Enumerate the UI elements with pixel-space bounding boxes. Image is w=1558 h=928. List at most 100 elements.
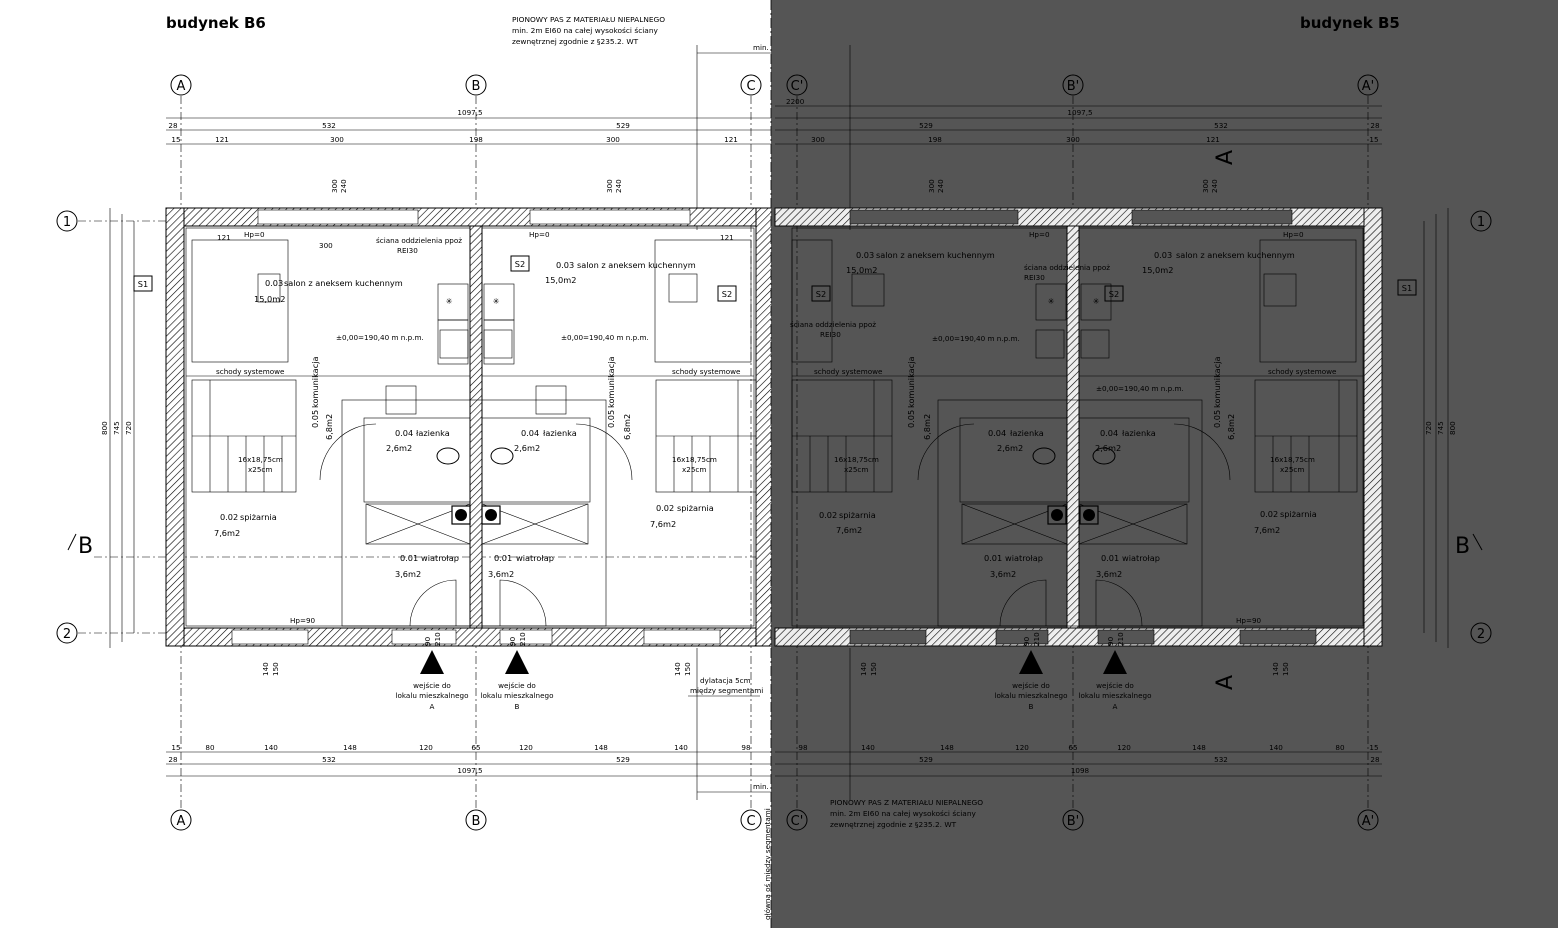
stairs-right: schody systemowe 16x18,75cm x25cm [655, 367, 757, 493]
svg-text:150: 150 [683, 662, 692, 676]
svg-text:15: 15 [1369, 135, 1378, 144]
svg-text:0.03: 0.03 [556, 260, 574, 270]
svg-text:90: 90 [508, 636, 517, 646]
svg-text:0.01: 0.01 [400, 553, 418, 563]
svg-text:120: 120 [1117, 743, 1131, 752]
svg-text:300: 300 [1066, 135, 1080, 144]
svg-text:28: 28 [168, 121, 178, 130]
svg-text:3,6m2: 3,6m2 [990, 569, 1016, 579]
svg-text:B: B [472, 79, 481, 94]
dims-bottom-left: 15 80 140 148 120 65 120 148 140 98 28 5… [166, 743, 775, 777]
svg-text:C: C [746, 79, 755, 94]
axis-2-left: 2 [56, 622, 78, 644]
svg-text:0.05: 0.05 [1212, 410, 1222, 428]
svg-text:121: 121 [720, 233, 734, 242]
svg-text:0.03: 0.03 [856, 250, 874, 260]
svg-text:salon z aneksem kuchennym: salon z aneksem kuchennym [1176, 250, 1295, 260]
svg-text:±0,00=190,40 m n.p.m.: ±0,00=190,40 m n.p.m. [932, 334, 1020, 343]
svg-text:532: 532 [322, 755, 336, 764]
axis-b-top: B [465, 74, 487, 96]
stairs-b5-right: schody systemowe 16x18,75cm x25cm [1254, 367, 1358, 493]
svg-text:lokalu mieszkalnego: lokalu mieszkalnego [1079, 691, 1152, 700]
axis-b-bottom: B [465, 809, 487, 831]
svg-text:0.04: 0.04 [988, 428, 1006, 438]
svg-text:140: 140 [261, 662, 270, 676]
svg-text:532: 532 [1214, 755, 1228, 764]
svg-text:salon z aneksem kuchennym: salon z aneksem kuchennym [284, 278, 403, 288]
svg-text:B: B [1029, 702, 1034, 711]
svg-text:Hp=0: Hp=0 [1029, 230, 1050, 239]
svg-text:spiżarnia: spiżarnia [839, 510, 876, 520]
building-b6-title: budynek B6 [166, 14, 266, 32]
svg-text:S1: S1 [138, 279, 148, 289]
svg-text:121: 121 [217, 233, 231, 242]
svg-text:2: 2 [1477, 627, 1485, 642]
dims-vertical-right: 720 745 800 [1423, 208, 1457, 648]
svg-text:7,6m2: 7,6m2 [650, 519, 676, 529]
svg-text:wejście do: wejście do [1012, 681, 1050, 690]
svg-text:240: 240 [1210, 179, 1219, 193]
svg-text:wiatrołap: wiatrołap [421, 553, 459, 563]
axis-2-right: 2 [1470, 622, 1492, 644]
svg-text:0.05: 0.05 [906, 410, 916, 428]
svg-text:3,6m2: 3,6m2 [1096, 569, 1122, 579]
svg-text:15,0m2: 15,0m2 [254, 294, 285, 304]
svg-text:1097,5: 1097,5 [1067, 108, 1092, 117]
axis-b-prime-top: B' [1062, 74, 1084, 96]
svg-text:150: 150 [271, 662, 280, 676]
svg-text:wejście do: wejście do [413, 681, 451, 690]
note-bottom-line-3: zewnętrznej zgodnie z §235.2. WT [830, 820, 957, 829]
svg-text:Hp=0: Hp=0 [1283, 230, 1304, 239]
axis-a-top: A [170, 74, 192, 96]
section-a-bottom: A [1213, 675, 1238, 690]
svg-text:wiatrołap: wiatrołap [516, 553, 554, 563]
svg-text:A: A [430, 702, 435, 711]
svg-text:80: 80 [1335, 743, 1345, 752]
svg-text:łazienka: łazienka [1122, 428, 1156, 438]
svg-text:REI30: REI30 [397, 246, 418, 255]
svg-text:140: 140 [861, 743, 875, 752]
building-b6: budynek B6 PIONOWY PAS Z MATERIAŁU NIEPA… [56, 14, 1470, 920]
svg-text:komunikacja: komunikacja [1212, 357, 1222, 409]
svg-text:148: 148 [594, 743, 608, 752]
svg-text:B': B' [1067, 79, 1080, 94]
svg-text:240: 240 [614, 179, 623, 193]
svg-text:B': B' [1067, 814, 1080, 829]
axis-a-bottom: A [170, 809, 192, 831]
svg-text:140: 140 [859, 662, 868, 676]
room-wiatrolap-b5-left: 0.01 wiatrołap 3,6m2 [984, 553, 1043, 579]
svg-text:15,0m2: 15,0m2 [545, 275, 576, 285]
svg-text:A: A [1213, 150, 1238, 165]
room-wiatrolap-b5-right: 0.01 wiatrołap 3,6m2 [1096, 553, 1160, 579]
svg-text:✳: ✳ [1048, 296, 1055, 306]
svg-text:65: 65 [1068, 743, 1077, 752]
wall-center-left [469, 225, 483, 629]
svg-text:300: 300 [606, 135, 620, 144]
svg-text:1097,5: 1097,5 [457, 766, 482, 775]
axis-1-left: 1 [56, 210, 78, 232]
svg-text:121: 121 [215, 135, 229, 144]
wall-left [165, 207, 185, 647]
svg-text:800: 800 [100, 421, 109, 435]
svg-text:120: 120 [419, 743, 433, 752]
svg-text:300: 300 [319, 241, 333, 250]
svg-text:0.05: 0.05 [606, 410, 616, 428]
svg-text:±0,00=190,40 m n.p.m.: ±0,00=190,40 m n.p.m. [1096, 384, 1184, 393]
svg-text:C: C [746, 814, 755, 829]
svg-text:6,8m2: 6,8m2 [922, 414, 932, 440]
svg-text:x25cm: x25cm [844, 465, 868, 474]
svg-text:15,0m2: 15,0m2 [846, 265, 877, 275]
svg-text:745: 745 [1436, 421, 1445, 435]
svg-text:spiżarnia: spiżarnia [240, 512, 277, 522]
svg-text:schody systemowe: schody systemowe [814, 367, 883, 376]
right-half-overlay [771, 0, 1558, 928]
svg-text:A: A [177, 814, 186, 829]
svg-text:3,6m2: 3,6m2 [488, 569, 514, 579]
axis-line-note: główna oś między segmentami [763, 808, 772, 920]
svg-text:90: 90 [423, 636, 432, 646]
svg-text:198: 198 [469, 135, 483, 144]
svg-text:198: 198 [928, 135, 942, 144]
svg-text:15,0m2: 15,0m2 [1142, 265, 1173, 275]
svg-text:2200: 2200 [786, 97, 805, 106]
room-wiatrolap-left: 0.01 wiatrołap 3,6m2 [395, 553, 459, 579]
